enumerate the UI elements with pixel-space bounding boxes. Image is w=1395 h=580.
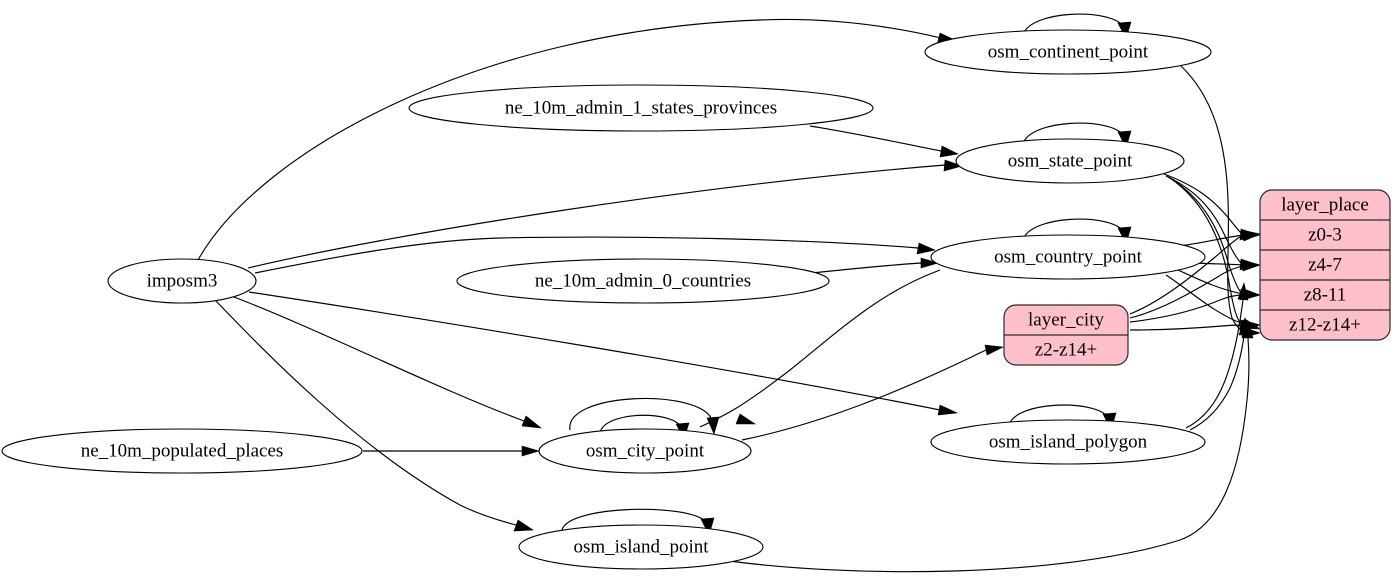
arrowhead — [984, 344, 1005, 356]
arrowhead — [521, 415, 542, 429]
node-layer: imposm3 ne_10m_admin_1_states_provinces … — [1, 29, 1212, 570]
node-label: osm_city_point — [586, 440, 705, 461]
edge-osm_state_point-self-loop — [1022, 122, 1124, 145]
node-osm_country_point[interactable]: osm_country_point — [930, 234, 1206, 280]
node-label: imposm3 — [147, 270, 218, 291]
node-osm_state_point[interactable]: osm_state_point — [955, 138, 1185, 184]
arrowhead — [1241, 260, 1262, 272]
node-label: osm_continent_point — [988, 41, 1149, 62]
node-label: ne_10m_admin_1_states_provinces — [505, 97, 777, 118]
node-shape[interactable] — [538, 428, 752, 474]
edge-layer_city-to-layer_place-z0 — [1129, 234, 1244, 315]
node-label: osm_country_point — [994, 246, 1142, 267]
edge-layer — [197, 13, 1262, 573]
edge-imposm3-to-osm_continent_point — [197, 18, 942, 261]
layer_city-title: layer_city — [1028, 309, 1104, 330]
edge-ne_10m_admin_1_states_provinces-to-osm_state_point — [809, 125, 942, 152]
edge-imposm3-to-osm_country_point — [254, 236, 919, 274]
arrowhead — [1242, 319, 1254, 339]
edge-osm_state_point-to-layer_place-z8 — [1167, 176, 1243, 295]
arrowhead — [1237, 281, 1249, 301]
arrowhead — [521, 445, 541, 457]
node-osm_continent_point[interactable]: osm_continent_point — [924, 29, 1212, 75]
edge-osm_city_point-self-loop-inner — [599, 414, 682, 434]
node-imposm3[interactable]: imposm3 — [107, 258, 257, 304]
node-label: osm_island_point — [573, 536, 709, 557]
node-label: ne_10m_populated_places — [81, 440, 284, 461]
edge-layer_city-to-layer_place-z12 — [1129, 324, 1244, 331]
node-label: ne_10m_admin_0_countries — [535, 270, 751, 291]
edge-osm_continent_point-self-loop — [1022, 13, 1124, 36]
node-shape[interactable] — [1, 428, 363, 474]
edge-imposm3-to-osm_city_point — [233, 296, 525, 422]
layer_place-row-z8[interactable]: z8-11 — [1304, 284, 1347, 305]
edge-imposm3-to-osm_island_point — [215, 300, 517, 526]
edge-layer_city-to-layer_place-z4 — [1129, 265, 1244, 319]
edge-osm_island_point-self-loop — [561, 508, 707, 531]
edge-osm_country_point-to-layer_place-z8 — [1177, 269, 1244, 295]
arrowhead — [1241, 229, 1261, 242]
node-ne_10m_admin_0_countries[interactable]: ne_10m_admin_0_countries — [456, 258, 830, 304]
edge-osm_island_point-to-layer_place-z12 — [721, 337, 1250, 573]
node-shape[interactable] — [924, 29, 1212, 75]
layer_place-row-z12[interactable]: z12-z14+ — [1289, 314, 1361, 335]
arrowhead — [1117, 21, 1132, 40]
edge-osm_country_point-to-layer_place-z4 — [1195, 262, 1244, 266]
node-ne_10m_populated_places[interactable]: ne_10m_populated_places — [1, 428, 363, 474]
node-shape[interactable] — [930, 234, 1206, 280]
arrowhead — [700, 517, 715, 536]
layer_place-row-z0[interactable]: z0-3 — [1308, 224, 1342, 245]
arrowhead — [735, 413, 756, 425]
node-osm_island_polygon[interactable]: osm_island_polygon — [930, 419, 1206, 465]
layer_place-title: layer_place — [1281, 194, 1369, 215]
layer_city-row-z2[interactable]: z2-z14+ — [1035, 339, 1097, 360]
node-shape[interactable] — [518, 524, 764, 570]
arrowhead — [916, 242, 936, 255]
arrowhead — [1117, 226, 1132, 245]
arrowhead — [939, 145, 959, 158]
edge-osm_country_point-to-layer_place-z12 — [1165, 274, 1244, 325]
arrowhead — [706, 416, 720, 435]
edge-osm_country_point-to-layer_place-z0 — [1179, 234, 1244, 247]
edge-osm_continent_point-to-layer_place-z12 — [1179, 64, 1245, 333]
layer_place-box[interactable] — [1259, 189, 1391, 341]
edge-layer_city-to-layer_place-z8 — [1129, 294, 1244, 323]
edge-osm_city_point-to-layer_city — [741, 349, 987, 441]
edge-osm_country_point-to-osm_city_point — [699, 269, 941, 428]
node-osm_city_point[interactable]: osm_city_point — [538, 428, 752, 474]
edge-osm_island_polygon-to-layer_place-z12 — [1189, 335, 1245, 431]
node-shape[interactable] — [408, 84, 874, 132]
edge-osm_country_point-self-loop — [1022, 218, 1124, 241]
node-shape[interactable] — [456, 258, 830, 304]
edge-osm_city_point-self-loop-outer — [569, 397, 713, 431]
arrowhead — [920, 257, 940, 269]
layer-node-layer_city[interactable]: layer_city z2-z14+ — [1003, 304, 1129, 366]
layer_place-row-z4[interactable]: z4-7 — [1308, 254, 1342, 275]
edge-ne_10m_admin_0_countries-to-osm_country_point — [811, 262, 922, 274]
node-shape[interactable] — [107, 258, 257, 304]
arrowhead — [513, 519, 534, 532]
edge-osm_island_polygon-self-loop — [1008, 404, 1109, 426]
node-shape[interactable] — [955, 138, 1185, 184]
node-label: osm_state_point — [1008, 150, 1133, 171]
arrowhead — [943, 159, 963, 172]
node-shape[interactable] — [930, 419, 1206, 465]
node-ne_10m_admin_1_states_provinces[interactable]: ne_10m_admin_1_states_provinces — [408, 84, 874, 132]
node-label: osm_island_polygon — [989, 431, 1148, 452]
arrowhead — [937, 404, 959, 416]
edge-imposm3-to-osm_state_point — [247, 164, 946, 269]
layer-node-layer_place[interactable]: layer_place z0-3 z4-7 z8-11 z12-z14+ — [1259, 189, 1391, 341]
arrowhead — [1117, 130, 1132, 149]
edge-imposm3-to-osm_island_polygon — [248, 291, 941, 411]
node-osm_island_point[interactable]: osm_island_point — [518, 524, 764, 570]
edge-osm_state_point-to-layer_place-z12 — [1169, 177, 1243, 326]
edge-osm_island_polygon-to-layer_place-z8 — [1185, 299, 1244, 429]
edge-osm_state_point-to-layer_place-z0 — [1163, 173, 1243, 235]
